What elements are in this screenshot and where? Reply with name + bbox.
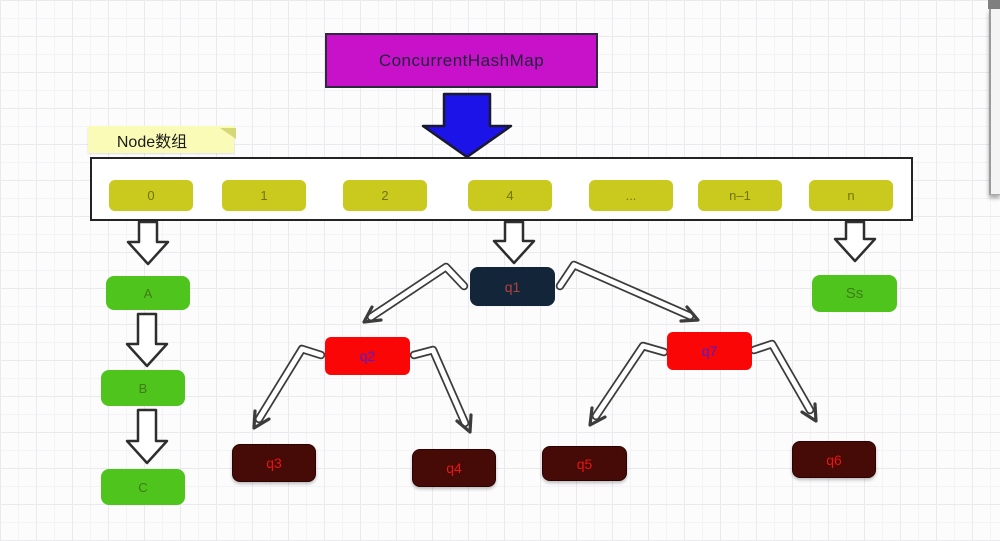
down-arrow-icon: [833, 220, 877, 263]
tree-leaf-q5: q5: [542, 446, 627, 481]
tree-root-q1: q1: [470, 267, 555, 306]
elbow-arrow-q7-q6-icon: [749, 339, 818, 423]
tree-branch-q2: q2: [325, 337, 410, 375]
array-cell-0: 0: [109, 180, 193, 211]
title-box: ConcurrentHashMap: [325, 33, 598, 88]
tree-leaf-q6: q6: [792, 441, 876, 478]
node-array-note: Node数组: [88, 126, 236, 153]
list-node-b: B: [101, 370, 185, 406]
tree-branch-q7: q7: [667, 332, 752, 370]
array-cell-2: 2: [343, 180, 427, 211]
elbow-arrow-q2-q4-icon: [409, 345, 473, 434]
array-cell-n: n: [809, 180, 893, 211]
node-array-container: 0 1 2 4 ... n–1 n: [90, 157, 913, 221]
down-arrow-icon: [126, 220, 170, 266]
scrollbar-track-cap: [988, 0, 1000, 9]
elbow-arrow-q7-q5-icon: [588, 341, 669, 427]
tail-node-ss: Ss: [812, 275, 897, 312]
down-arrow-icon: [492, 220, 536, 265]
list-node-a: A: [106, 276, 190, 310]
array-cell-1: 1: [222, 180, 306, 211]
array-cell-n-1: n–1: [698, 180, 782, 211]
title-label: ConcurrentHashMap: [378, 50, 545, 70]
down-arrow-icon: [125, 312, 169, 368]
vertical-scrollbar: [988, 0, 1000, 205]
down-arrow-icon: [125, 408, 169, 465]
array-cell-4: 4: [468, 180, 552, 211]
note-label: Node数组: [116, 133, 188, 151]
elbow-arrow-q2-q3-icon: [252, 344, 326, 430]
tree-leaf-q4: q4: [412, 449, 496, 487]
array-cell-dots: ...: [589, 180, 673, 211]
elbow-arrow-q1-q7-icon: [555, 260, 700, 323]
blue-down-arrow-icon: [421, 92, 513, 159]
note-fold-corner: [220, 128, 236, 139]
list-node-c: C: [101, 469, 185, 505]
tree-leaf-q3: q3: [232, 444, 316, 482]
scrollbar-thumb[interactable]: [989, 9, 1000, 195]
elbow-arrow-q1-q2-icon: [362, 262, 469, 324]
